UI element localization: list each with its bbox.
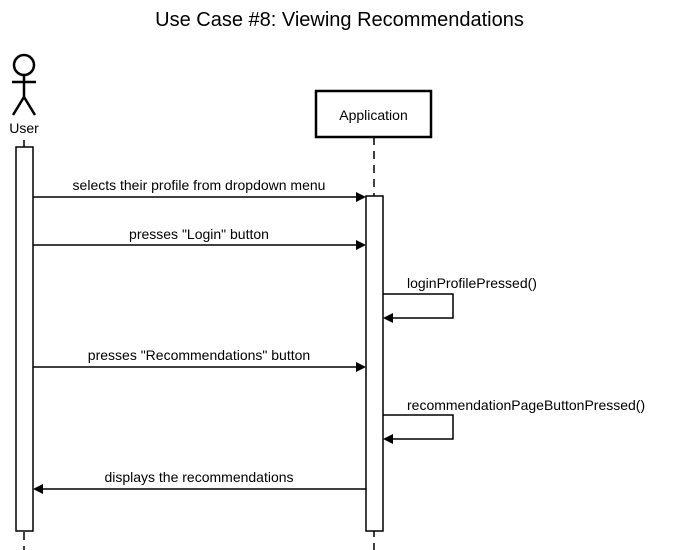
self-message-recommendation-page-button-pressed: recommendationPageButtonPressed() bbox=[383, 397, 645, 444]
message-label: displays the recommendations bbox=[104, 469, 293, 485]
diagram-title: Use Case #8: Viewing Recommendations bbox=[155, 9, 524, 31]
application-box bbox=[314, 89, 433, 139]
message-select-profile: selects their profile from dropdown menu bbox=[33, 177, 366, 202]
application-label: Application bbox=[339, 107, 408, 123]
message-label: presses "Login" button bbox=[129, 226, 269, 242]
self-message-arrow bbox=[383, 293, 454, 323]
message-display-recommendations: displays the recommendations bbox=[33, 469, 366, 494]
self-message-login-profile-pressed: loginProfilePressed() bbox=[383, 275, 537, 323]
user-actor bbox=[11, 53, 37, 116]
user-activation-bar bbox=[15, 146, 34, 532]
self-message-label: loginProfilePressed() bbox=[407, 275, 537, 291]
self-message-arrow bbox=[383, 414, 454, 444]
message-label: selects their profile from dropdown menu bbox=[73, 177, 326, 193]
message-label: presses "Recommendations" button bbox=[88, 347, 310, 363]
application-activation-bar bbox=[365, 195, 384, 532]
self-message-label: recommendationPageButtonPressed() bbox=[407, 397, 645, 413]
message-press-login: presses "Login" button bbox=[33, 226, 366, 250]
user-label: User bbox=[9, 120, 39, 136]
message-press-recommendations: presses "Recommendations" button bbox=[33, 347, 366, 372]
